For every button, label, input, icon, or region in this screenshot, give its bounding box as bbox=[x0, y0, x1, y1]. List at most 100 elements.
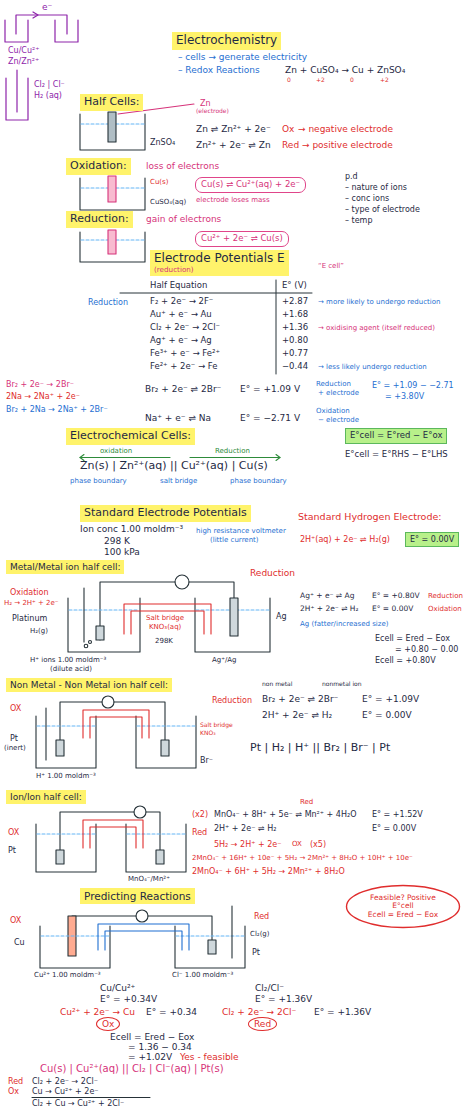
note-text: +1.36 bbox=[282, 323, 308, 333]
note-text: E° = +1.09 − −2.71 bbox=[372, 381, 454, 390]
salt-bridge bbox=[124, 604, 211, 634]
note-text: +2 bbox=[316, 77, 325, 84]
note-text: E° = 0.00V bbox=[362, 710, 412, 720]
note-text: 2H⁺(aq) + 2e⁻ ⇌ H₂(g) bbox=[300, 535, 390, 544]
wire bbox=[72, 915, 136, 916]
arrow-head bbox=[33, 12, 38, 18]
heading-highlight: Metal/Metal ion half cell: bbox=[6, 560, 124, 574]
note-text: Half Equation bbox=[150, 281, 207, 291]
note-text: H₂ → 2H⁺ + 2e⁻ bbox=[4, 599, 59, 607]
note-text: − electrode bbox=[318, 416, 359, 424]
node-text: Half Cells: bbox=[84, 96, 139, 109]
solution-level bbox=[41, 935, 109, 936]
note-text: Cl₂ + 2e⁻ → 2Cl⁻ bbox=[32, 1077, 98, 1086]
silver-electrode bbox=[230, 598, 238, 636]
note-text: = +0.80 − 0.00 bbox=[395, 645, 458, 654]
wire bbox=[114, 702, 165, 740]
note-text: = +3.80V bbox=[385, 392, 424, 401]
note-text: Reduction bbox=[215, 447, 250, 455]
note-text: Zn/Zn²⁺ bbox=[8, 57, 39, 66]
table-rules bbox=[120, 280, 312, 374]
note-text: Reduction bbox=[316, 380, 351, 388]
note-text: electrode loses mass bbox=[196, 196, 270, 204]
heading-highlight: Electrode Potentials E(reduction) bbox=[150, 250, 289, 276]
table-header-rule bbox=[120, 293, 312, 294]
note-text: ZnSO₄ bbox=[150, 138, 175, 147]
node-text: E°cell = E°red − E°ox bbox=[350, 431, 442, 441]
solution-level bbox=[69, 609, 139, 610]
note-text: +0.80 bbox=[282, 336, 308, 346]
note-text: Zn bbox=[200, 99, 211, 108]
note-text: Oxidation bbox=[316, 407, 350, 415]
note-text: H₂(g) bbox=[30, 627, 48, 635]
beaker bbox=[36, 716, 96, 768]
note-text: + electrode bbox=[318, 389, 359, 397]
voltmeter bbox=[175, 575, 189, 589]
note-text: Pt | H₂ | H⁺ || Br₂ | Br⁻ | Pt bbox=[250, 742, 390, 755]
note-text: −0.44 bbox=[282, 362, 308, 372]
note-text: E° = +1.09V bbox=[362, 694, 419, 704]
gas-inlet bbox=[45, 708, 46, 760]
note-text: → oxidising agent (itself reduced) bbox=[318, 324, 435, 332]
note-text: gain of electrons bbox=[146, 214, 221, 224]
note-text: Fe³⁺ + e⁻ → Fe²⁺ bbox=[150, 349, 220, 359]
heading-highlight: Ion/Ion half cell: bbox=[6, 790, 86, 804]
salt-bridge bbox=[98, 924, 189, 950]
note-text: high resistance voltmeter bbox=[196, 527, 286, 535]
note-text: Salt bridge bbox=[200, 722, 233, 729]
note-text: E° = 0.00V bbox=[372, 824, 416, 833]
heading-highlight: Electrochemistry bbox=[172, 32, 281, 50]
note-text: E° = +1.36V bbox=[314, 1007, 371, 1017]
beaker bbox=[136, 716, 196, 768]
note-text: MnO₄⁻/Mn²⁺ bbox=[128, 875, 170, 883]
note-text: Cu(s) bbox=[150, 178, 168, 186]
note-text: Fe²⁺ + 2e⁻ → Fe bbox=[150, 362, 217, 372]
note-text: KNO₃(aq) bbox=[149, 623, 181, 631]
note-text: Oxidation bbox=[428, 605, 462, 613]
formula-highlight: E°cell = E°red − E°ox bbox=[345, 428, 447, 444]
voltmeter bbox=[136, 910, 148, 922]
node-text: Electrochemical Cells: bbox=[70, 430, 191, 443]
note-text: Zn + CuSO₄ → Cu + ZnSO₄ bbox=[285, 65, 405, 75]
wire bbox=[16, 15, 67, 34]
note-text: Na⁺ + e⁻ ⇌ Na bbox=[145, 413, 211, 423]
note-text: OX bbox=[8, 828, 19, 837]
electrode bbox=[108, 112, 116, 142]
note-text: nonmetal ion bbox=[322, 681, 362, 688]
note-text: E° = +0.80V bbox=[372, 592, 420, 601]
node-text: Ox bbox=[102, 1019, 114, 1029]
node-text: Predicting Reactions bbox=[84, 890, 191, 902]
note-text: e⁻ bbox=[42, 2, 52, 12]
salt-bridge bbox=[90, 717, 142, 738]
voltmeter bbox=[102, 696, 114, 708]
note-text: 2Na → 2Na⁺ + 2e⁻ bbox=[6, 392, 80, 401]
beaker bbox=[68, 598, 140, 652]
note-text: Cu bbox=[14, 938, 25, 947]
note-text: Ag⁺/Ag bbox=[212, 656, 237, 664]
platinum-electrode bbox=[161, 740, 169, 756]
note-text: 2MnO₄⁻ + 16H⁺ + 10e⁻ + 5H₂ → 2Mn²⁺ + 8H₂… bbox=[192, 854, 413, 862]
note-text: +2 bbox=[380, 77, 389, 84]
salt-bridge bbox=[105, 931, 182, 950]
node-text: Oxidation: bbox=[70, 160, 127, 173]
note-text: Oxidation bbox=[10, 588, 49, 597]
electrode bbox=[16, 70, 17, 112]
beaker bbox=[36, 824, 96, 872]
node-text: Standard Electrode Potentials bbox=[84, 507, 247, 520]
gas-bubble bbox=[89, 641, 92, 644]
note-text: 2H⁺ + 2e⁻ ⇌ H₂ bbox=[214, 824, 276, 833]
note-text: = +1.02V bbox=[128, 1052, 172, 1062]
beaker bbox=[175, 926, 245, 968]
note-text: Reduction bbox=[428, 592, 463, 600]
note-text: (x5) bbox=[310, 840, 326, 849]
note-text: Cl₂ + 2e⁻ → 2Cl⁻ bbox=[150, 323, 220, 333]
note-text: Pt bbox=[252, 948, 260, 957]
oxidation-cell bbox=[80, 176, 145, 210]
cell-sketch bbox=[5, 12, 78, 120]
heading-highlight: Electrochemical Cells: bbox=[66, 428, 195, 445]
note-text: 5H₂ → 2H⁺ + 2e⁻ bbox=[214, 840, 281, 849]
platinum-electrode bbox=[208, 940, 216, 954]
note-text: phase boundary bbox=[70, 477, 127, 485]
note-text: E° = +0.34V bbox=[100, 994, 157, 1004]
platinum-electrode bbox=[56, 850, 64, 864]
